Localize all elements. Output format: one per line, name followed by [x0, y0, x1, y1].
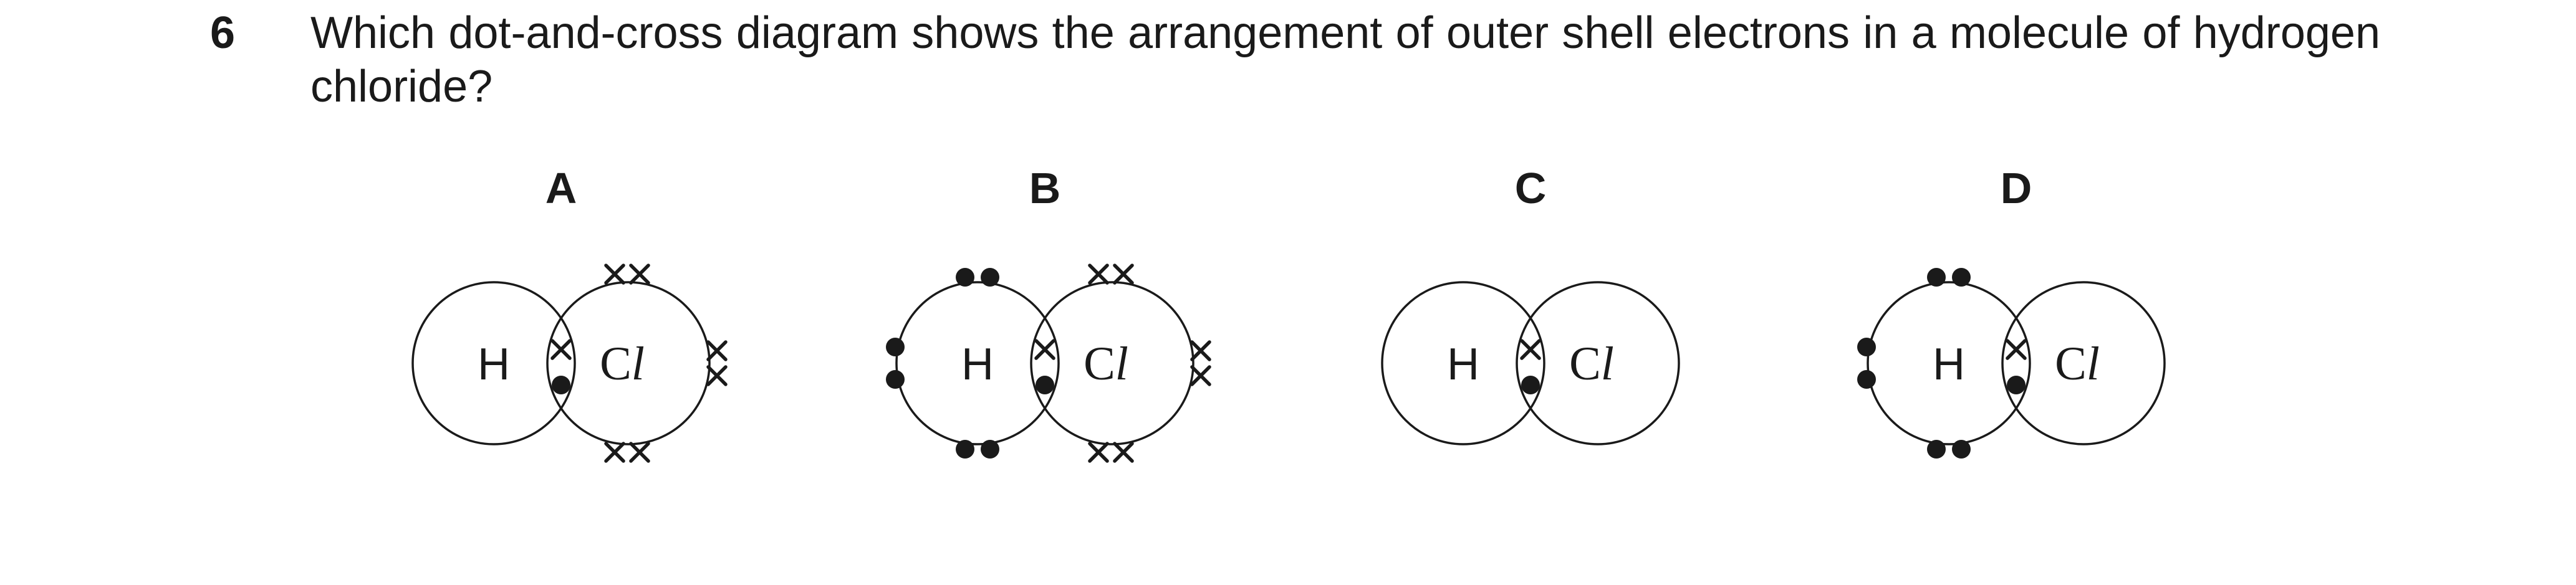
hydrogen-dot-electron [1857, 370, 1876, 389]
chlorine-symbol: Cl [1569, 338, 1614, 390]
question-number: 6 [210, 8, 236, 58]
lone-pair-cross [1115, 444, 1132, 461]
hydrogen-dot-electron [956, 268, 974, 287]
hydrogen-shell [895, 281, 1060, 445]
hydrogen-dot-electron [886, 370, 905, 389]
lone-pair-cross [708, 367, 726, 384]
shared-dot-electron [1036, 376, 1054, 394]
shared-dot-electron [1521, 376, 1540, 394]
diagram-a: H Cl [411, 265, 726, 461]
hydrogen-shell [411, 281, 576, 445]
chlorine-symbol: Cl [1084, 338, 1128, 390]
hydrogen-dot-electron [1927, 440, 1946, 459]
shared-cross-electron [552, 341, 570, 358]
lone-pair-cross [606, 265, 623, 283]
lone-pair-cross [631, 444, 648, 461]
lone-pair-cross [631, 265, 648, 283]
diagram-d: H Cl [1857, 268, 2166, 459]
option-label-c: C [1514, 164, 1547, 212]
hydrogen-dot-electron [956, 440, 974, 459]
shared-dot-electron [2007, 376, 2026, 394]
question-text: Which dot-and-cross diagram shows the ar… [310, 8, 2380, 112]
lone-pair-cross [1115, 265, 1132, 283]
lone-pair-cross [1090, 444, 1107, 461]
hydrogen-dot-electron [1857, 338, 1876, 356]
chlorine-shell [2001, 281, 2166, 445]
diagram-c: H Cl [1381, 281, 1680, 445]
shared-cross-electron [1036, 341, 1054, 358]
hydrogen-symbol: H [1933, 340, 1965, 389]
hydrogen-dot-electron [981, 268, 999, 287]
lone-pair-cross [708, 342, 726, 359]
chlorine-shell [1516, 281, 1680, 445]
option-label-d: D [2000, 164, 2032, 212]
option-label-a: A [545, 164, 577, 212]
hydrogen-dot-electron [1952, 440, 1971, 459]
option-label-b: B [1029, 164, 1061, 212]
shared-dot-electron [552, 376, 570, 394]
diagram-b: H Cl [886, 265, 1209, 461]
hydrogen-shell [1867, 281, 2031, 445]
chlorine-symbol: Cl [2055, 338, 2100, 390]
hydrogen-dot-electron [886, 338, 905, 356]
shared-cross-electron [2007, 341, 2025, 358]
hydrogen-dot-electron [981, 440, 999, 459]
hydrogen-shell [1381, 281, 1545, 445]
hydrogen-dot-electron [1927, 268, 1946, 287]
hydrogen-symbol: H [1447, 340, 1479, 389]
hydrogen-symbol: H [478, 340, 510, 389]
chlorine-symbol: Cl [600, 338, 645, 390]
shared-cross-electron [1522, 341, 1539, 358]
lone-pair-cross [1192, 367, 1209, 384]
chlorine-shell [1030, 281, 1194, 445]
lone-pair-cross [606, 444, 623, 461]
chlorine-shell [546, 281, 711, 445]
hydrogen-dot-electron [1952, 268, 1971, 287]
lone-pair-cross [1192, 342, 1209, 359]
lone-pair-cross [1090, 265, 1107, 283]
hydrogen-symbol: H [961, 340, 994, 389]
